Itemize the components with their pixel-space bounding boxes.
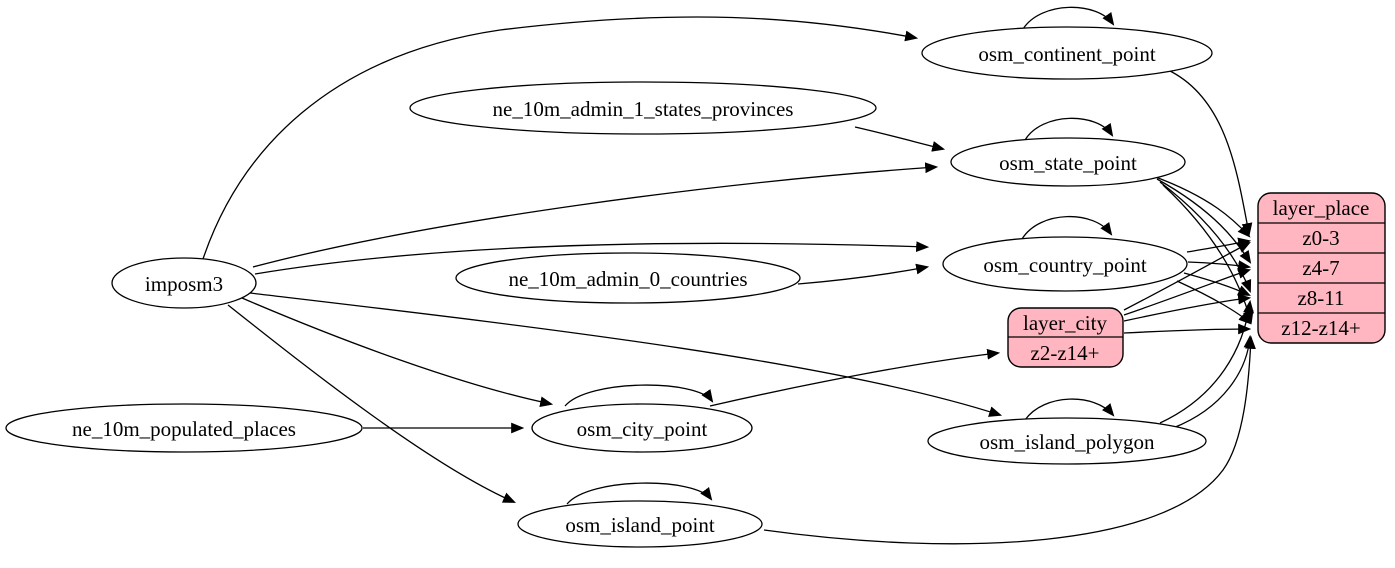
self-loop-osm_continent_point	[1022, 6, 1115, 30]
edge-osm_city_point-layer_city-z2-z14	[709, 348, 1001, 407]
node-label-osm_state_point: osm_state_point	[999, 151, 1137, 175]
node-ellipse-osm_island_point	[517, 500, 763, 548]
edge-osm_country_point-layer_place-z0-3	[1186, 237, 1252, 253]
node-osm_state_point: osm_state_point	[950, 137, 1186, 187]
node-imposm3: imposm3	[111, 257, 257, 309]
edge-layer_city-layer_place-z0-3	[1123, 241, 1251, 311]
table-layer_city: layer_city z2-z14+	[1007, 307, 1124, 368]
edge-ne_10m_admin_0_countries-osm_country_point	[797, 263, 930, 285]
node-osm_island_polygon: osm_island_polygon	[927, 417, 1207, 465]
table-title-layer_place: layer_place	[1273, 196, 1370, 220]
edge-osm_continent_point-layer_place-z0-3	[1167, 69, 1253, 237]
self-loop-osm_island_point	[566, 482, 713, 505]
node-ellipse-osm_country_point	[942, 236, 1188, 292]
table-title-layer_city: layer_city	[1023, 311, 1107, 335]
edge-imposm3-osm_island_point	[227, 304, 516, 503]
node-osm_country_point: osm_country_point	[942, 236, 1188, 292]
edge-imposm3-osm_island_polygon	[249, 292, 1003, 417]
edge-osm_country_point-layer_place-z4-7	[1187, 260, 1252, 271]
node-label-osm_continent_point: osm_continent_point	[978, 42, 1155, 66]
table-row-layer_city-z2-z14: z2-z14+	[1031, 341, 1100, 365]
edge-osm_island_polygon-layer_place-z12-z14	[1172, 334, 1255, 429]
node-osm_city_point: osm_city_point	[531, 403, 753, 453]
node-osm_continent_point: osm_continent_point	[921, 26, 1213, 80]
node-label-osm_island_polygon: osm_island_polygon	[979, 430, 1155, 454]
node-label-imposm3: imposm3	[145, 272, 223, 296]
node-osm_island_point: osm_island_point	[517, 500, 763, 548]
edge-imposm3-osm_city_point	[241, 297, 554, 408]
table-row-layer_place-z12-z14: z12-z14+	[1281, 316, 1360, 340]
edge-layer_city-layer_place-z8-11	[1123, 293, 1252, 322]
node-ellipse-ne_10m_populated_places	[5, 403, 363, 453]
edge-layer_city-layer_place-z12-z14	[1123, 323, 1252, 335]
edge-imposm3-osm_country_point	[254, 241, 930, 275]
table-row-layer_place-z8-11: z8-11	[1297, 286, 1344, 310]
edge-osm_state_point-layer_place-z0-3	[1152, 175, 1251, 238]
node-ne_10m_admin_1_states_provinces: ne_10m_admin_1_states_provinces	[409, 81, 877, 135]
node-label-ne_10m_admin_0_countries: ne_10m_admin_0_countries	[508, 267, 747, 291]
node-ellipse-osm_island_polygon	[927, 417, 1207, 465]
edges	[202, 6, 1256, 545]
node-label-osm_country_point: osm_country_point	[983, 253, 1146, 277]
edge-ne_10m_admin_1_states_provinces-osm_state_point	[854, 126, 946, 152]
node-ne_10m_admin_0_countries: ne_10m_admin_0_countries	[455, 252, 801, 304]
edge-osm_island_polygon-layer_place-z8-11	[1159, 299, 1254, 424]
node-label-osm_island_point: osm_island_point	[565, 513, 715, 537]
edge-imposm3-osm_state_point	[252, 162, 939, 268]
node-ellipse-ne_10m_admin_1_states_provinces	[409, 81, 877, 135]
self-loop-osm_country_point	[1021, 215, 1113, 240]
edge-osm_state_point-layer_place-z4-7	[1156, 178, 1252, 264]
node-label-osm_city_point: osm_city_point	[577, 417, 708, 441]
edge-layer_city-layer_place-z4-7	[1123, 268, 1252, 316]
table-layer_place: layer_place z0-3 z4-7 z8-11 z12-z14+	[1257, 192, 1386, 344]
node-ellipse-osm_continent_point	[921, 26, 1213, 80]
node-ellipse-ne_10m_admin_0_countries	[455, 252, 801, 304]
node-ellipse-osm_city_point	[531, 403, 753, 453]
table-row-layer_place-z0-3: z0-3	[1302, 226, 1339, 250]
edge-osm_island_point-layer_place-z12-z14	[763, 335, 1256, 545]
node-ellipse-osm_state_point	[950, 137, 1186, 187]
node-ellipse-imposm3	[111, 257, 257, 309]
node-label-ne_10m_admin_1_states_provinces: ne_10m_admin_1_states_provinces	[493, 97, 794, 121]
table-row-layer_place-z4-7: z4-7	[1302, 256, 1339, 280]
node-label-ne_10m_populated_places: ne_10m_populated_places	[72, 417, 296, 441]
self-loop-osm_city_point	[564, 384, 714, 407]
edge-imposm3-osm_continent_point	[202, 16, 919, 260]
table-box-layer_place	[1257, 192, 1386, 344]
self-loop-osm_state_point	[1024, 117, 1114, 141]
node-ne_10m_populated_places: ne_10m_populated_places	[5, 403, 363, 453]
self-loop-osm_island_polygon	[1024, 398, 1115, 421]
edge-osm_country_point-layer_place-z8-11	[1183, 272, 1251, 296]
